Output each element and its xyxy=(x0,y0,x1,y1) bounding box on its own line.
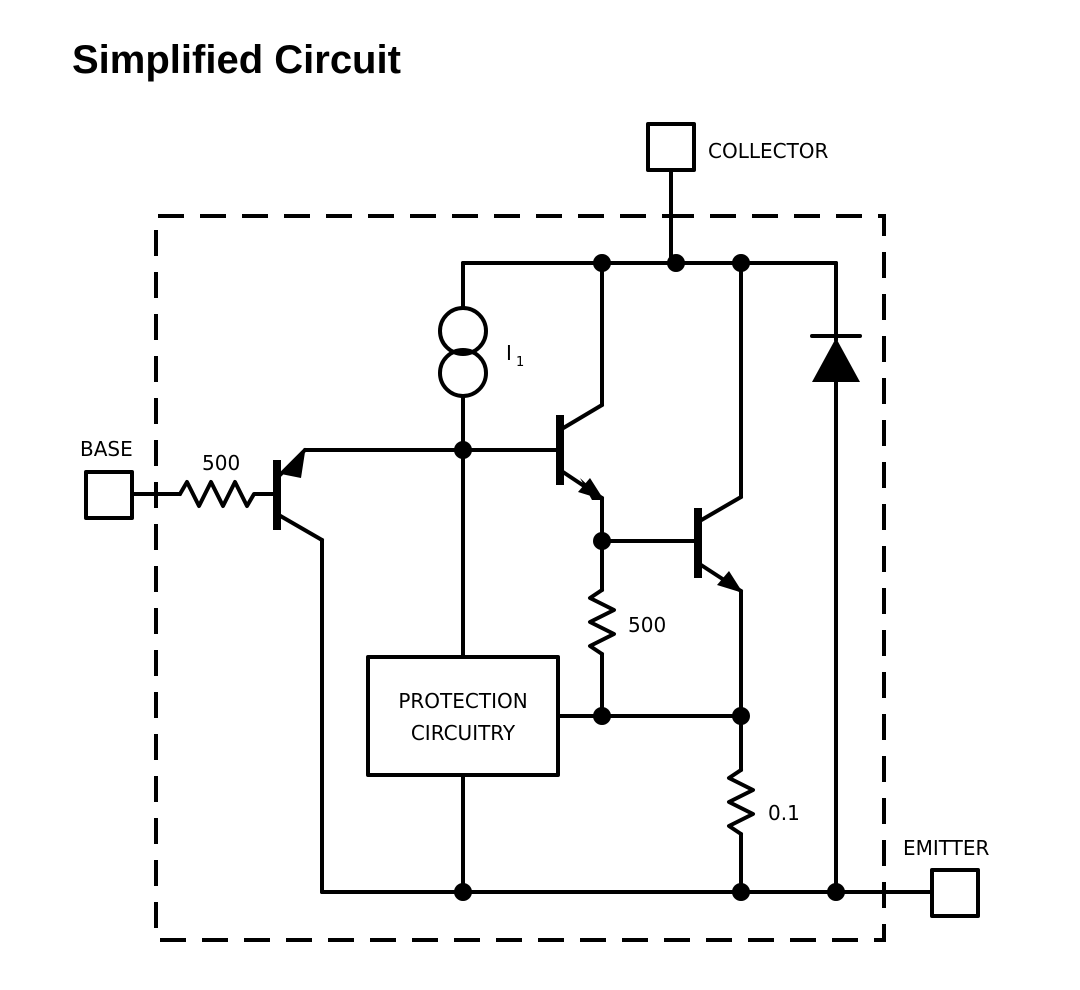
package-boundary xyxy=(154,214,886,942)
sense-resistor xyxy=(727,714,755,894)
sense-resistor-label: 0.1 xyxy=(768,801,800,825)
junction-dots xyxy=(454,254,845,901)
emitter-label: EMITTER xyxy=(903,836,990,860)
emitter-resistor-label: 500 xyxy=(628,613,666,637)
emitter-resistor xyxy=(588,539,616,718)
protection-label-line1: PROTECTION xyxy=(398,689,527,713)
protection-circuitry xyxy=(366,655,743,894)
pnp-transistor xyxy=(273,448,465,894)
output-transistor xyxy=(694,261,743,718)
base-terminal[interactable] xyxy=(84,470,182,520)
current-source-label: I xyxy=(506,341,512,365)
protection-label-line2: CIRCUITRY xyxy=(411,721,516,745)
driver-transistor xyxy=(556,261,604,543)
page-title: Simplified Circuit xyxy=(72,38,401,82)
base-resistor xyxy=(178,480,278,508)
current-source-subscript: 1 xyxy=(516,355,524,370)
current-source-i1 xyxy=(438,261,488,452)
collector-label: COLLECTOR xyxy=(708,139,829,163)
protection-diode xyxy=(810,334,862,894)
collector-rail xyxy=(461,261,838,342)
bias-line xyxy=(461,448,558,659)
emitter-terminal[interactable] xyxy=(930,868,980,918)
collector-terminal[interactable] xyxy=(646,122,696,265)
base-label: BASE xyxy=(80,437,133,461)
base-resistor-label: 500 xyxy=(202,451,240,475)
